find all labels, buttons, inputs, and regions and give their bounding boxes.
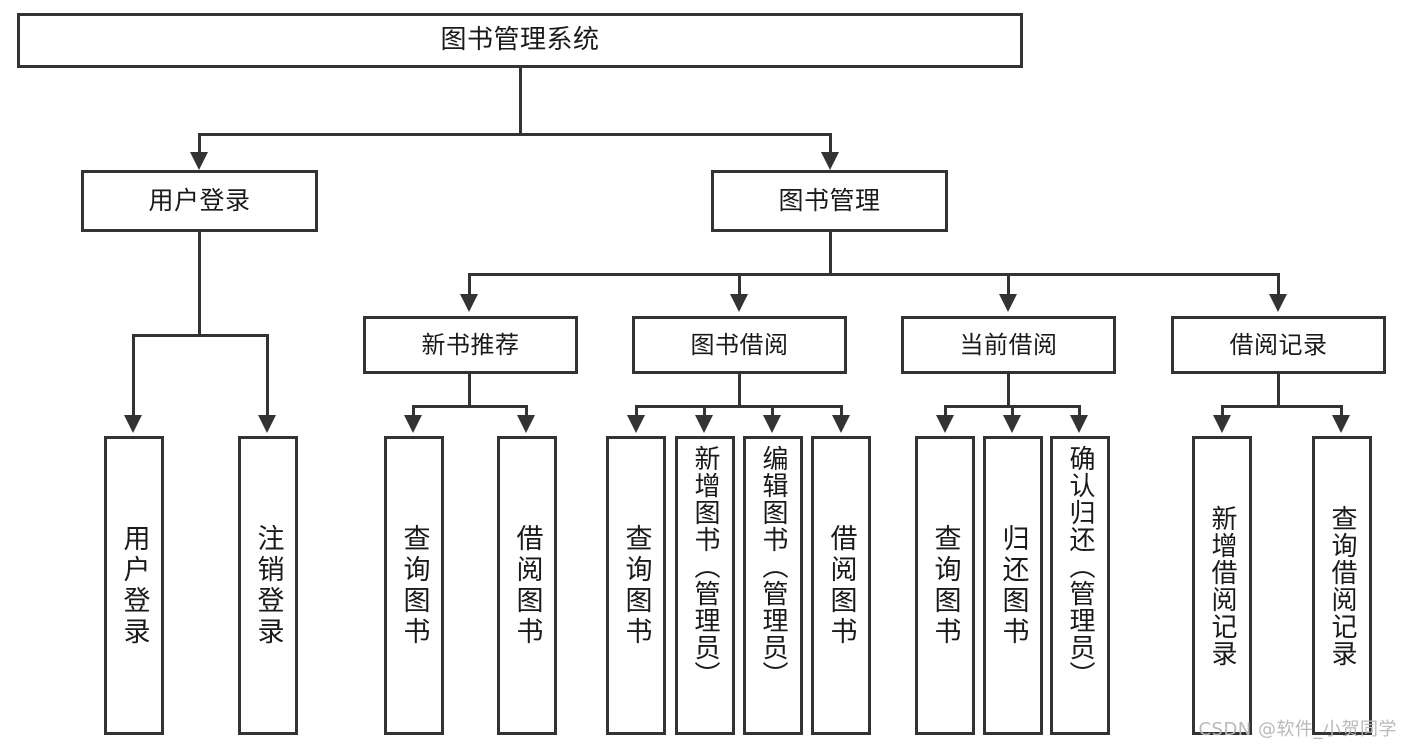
node-label: 注销登录: [252, 523, 284, 648]
node-label: 新增图书（管理员）: [690, 445, 720, 688]
leaf-add-record[interactable]: 新增借阅记录: [1192, 436, 1252, 735]
connector-borrow-record-stem: [1277, 374, 1280, 408]
leaf-user-logout[interactable]: 注销登录: [238, 436, 298, 735]
arrow-to-leaf-query-record: [1332, 415, 1350, 433]
arrow-root-to-user-login: [190, 152, 208, 170]
connector-borrow-record-bar: [1221, 405, 1343, 408]
leaf-query-book-2[interactable]: 查询图书: [606, 436, 666, 735]
arrow-to-book-borrow: [730, 294, 748, 312]
node-new-book-recommend[interactable]: 新书推荐: [363, 316, 578, 374]
connector-root-stem: [519, 68, 522, 135]
leaf-query-book-1[interactable]: 查询图书: [384, 436, 444, 735]
leaf-edit-book[interactable]: 编辑图书（管理员）: [743, 436, 803, 735]
arrow-to-leaf-user-login: [124, 415, 142, 433]
node-label: 查询图书: [398, 523, 430, 648]
node-label: 确认归还（管理员）: [1065, 445, 1095, 688]
arrow-to-leaf-add-record: [1213, 415, 1231, 433]
connector-current-borrow-c2: [1011, 405, 1014, 418]
leaf-user-login[interactable]: 用户登录: [104, 436, 164, 735]
connector-new-book-right: [525, 405, 528, 418]
connector-to-book-borrow: [738, 273, 741, 297]
arrow-to-leaf-query-book-3: [936, 415, 954, 433]
node-label: 查询借阅记录: [1327, 504, 1357, 667]
node-label: 借阅图书: [825, 523, 857, 648]
connector-book-borrow-bar: [635, 405, 843, 408]
connector-to-current-borrow: [1007, 273, 1010, 297]
connector-book-borrow-c4: [840, 405, 843, 418]
node-label: 当前借阅: [959, 330, 1058, 359]
node-root-system[interactable]: 图书管理系统: [17, 13, 1023, 68]
node-label: 用户登录: [148, 186, 251, 215]
leaf-confirm-return[interactable]: 确认归还（管理员）: [1050, 436, 1110, 735]
arrow-to-leaf-add-book: [695, 415, 713, 433]
node-label: 查询图书: [929, 523, 961, 648]
leaf-borrow-book-1[interactable]: 借阅图书: [497, 436, 557, 735]
node-current-borrow[interactable]: 当前借阅: [901, 316, 1116, 374]
connector-borrow-record-right: [1340, 405, 1343, 418]
arrow-to-leaf-return-book: [1003, 415, 1021, 433]
node-book-manage[interactable]: 图书管理: [711, 170, 948, 232]
arrow-to-leaf-confirm-return: [1070, 415, 1088, 433]
connector-user-login-stem: [198, 232, 201, 337]
connector-to-new-book-recommend: [468, 273, 471, 297]
connector-current-borrow-stem: [1007, 374, 1010, 408]
arrow-to-leaf-query-book-2: [627, 415, 645, 433]
node-label: 编辑图书（管理员）: [758, 445, 788, 688]
leaf-borrow-book-2[interactable]: 借阅图书: [811, 436, 871, 735]
arrow-to-leaf-borrow-book-2: [832, 415, 850, 433]
node-borrow-record[interactable]: 借阅记录: [1171, 316, 1386, 374]
leaf-return-book[interactable]: 归还图书: [983, 436, 1043, 735]
arrow-root-to-book-manage: [821, 152, 839, 170]
arrow-to-leaf-query-book-1: [404, 415, 422, 433]
node-label: 图书管理: [778, 186, 881, 215]
node-label: 查询图书: [620, 523, 652, 648]
connector-new-book-stem: [468, 374, 471, 408]
connector-book-borrow-c1: [635, 405, 638, 418]
arrow-to-leaf-user-logout: [258, 415, 276, 433]
leaf-add-book[interactable]: 新增图书（管理员）: [675, 436, 735, 735]
connector-book-manage-bar: [468, 273, 1280, 276]
csdn-watermark: CSDN @软件_小贺同学: [1198, 719, 1397, 740]
node-label: 归还图书: [997, 523, 1029, 648]
connector-current-borrow-c1: [944, 405, 947, 418]
connector-book-borrow-c2: [703, 405, 706, 418]
connector-borrow-record-left: [1221, 405, 1224, 418]
arrow-to-borrow-record: [1269, 294, 1287, 312]
connector-user-login-left: [132, 334, 135, 418]
node-label: 新增借阅记录: [1207, 504, 1237, 667]
node-label: 借阅图书: [511, 523, 543, 648]
node-label: 图书借阅: [690, 330, 789, 359]
connector-user-login-right: [266, 334, 269, 418]
connector-to-borrow-record: [1277, 273, 1280, 297]
arrow-to-leaf-borrow-book-1: [517, 415, 535, 433]
connector-book-borrow-stem: [738, 374, 741, 408]
connector-book-manage-stem: [829, 232, 832, 276]
node-label: 新书推荐: [421, 330, 520, 359]
connector-new-book-left: [412, 405, 415, 418]
leaf-query-book-3[interactable]: 查询图书: [915, 436, 975, 735]
node-label: 用户登录: [118, 523, 150, 648]
node-label: 图书管理系统: [440, 24, 600, 55]
connector-root-to-user-login: [198, 133, 201, 155]
connector-root-to-book-manage: [829, 133, 832, 155]
node-book-borrow[interactable]: 图书借阅: [632, 316, 847, 374]
connector-root-bar: [198, 133, 832, 136]
connector-current-borrow-c3: [1078, 405, 1081, 418]
arrow-to-new-book-recommend: [460, 294, 478, 312]
connector-book-borrow-c3: [771, 405, 774, 418]
arrow-to-leaf-edit-book: [763, 415, 781, 433]
arrow-to-current-borrow: [999, 294, 1017, 312]
node-label: 借阅记录: [1229, 330, 1328, 359]
connector-user-login-bar: [132, 334, 269, 337]
connector-new-book-bar: [412, 405, 528, 408]
leaf-query-record[interactable]: 查询借阅记录: [1312, 436, 1372, 735]
node-user-login[interactable]: 用户登录: [81, 170, 318, 232]
